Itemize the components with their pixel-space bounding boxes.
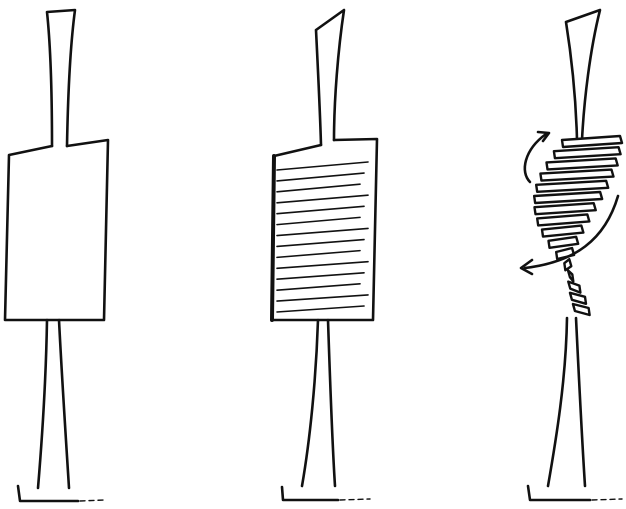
layer-line [276,172,365,182]
layer-line [276,283,361,291]
layer-line [276,305,365,313]
layer-line [276,205,365,215]
twisted-plate [535,213,591,227]
layer-line [276,260,369,270]
top-fin [45,8,77,148]
twisted-plate [563,258,573,272]
ground-line [339,498,371,501]
twisted-plate [533,202,597,216]
layer-lines [276,161,369,313]
top-fin [564,8,602,142]
rotation-arrow-lower [523,194,620,270]
base-foot [526,484,592,502]
layer-line [276,294,369,302]
twisted-plate [532,190,604,205]
solid-block [3,138,110,322]
twisted-plate [571,302,591,317]
layered-block [270,137,379,322]
layer-line [276,194,369,204]
twisted-plate [552,146,622,160]
lower-stalk [36,318,71,490]
twisted-plate [560,134,624,149]
twisted-plate [545,157,619,171]
base-foot [280,485,340,502]
ground-line [591,498,623,501]
ground-line [79,499,105,502]
layer-line [276,183,361,193]
layer-line [276,271,365,281]
twisted-plate [539,168,615,182]
twisted-plate [567,280,582,294]
layer-line [276,227,369,237]
layer-line [276,161,369,171]
lower-stalk [546,316,587,488]
twisted-plate [547,235,580,249]
rotation-arrow-upper-head [536,130,551,143]
layer-line [276,216,361,226]
twisted-plate [566,269,575,283]
rotation-arrow-upper [523,132,548,184]
panel-twisted [519,8,624,502]
twisted-plate [534,179,610,193]
lower-stalk [300,318,337,488]
twisted-plate [568,291,588,305]
panel-block [3,8,110,503]
panel-layered [270,8,379,502]
layer-line [276,238,365,248]
base-foot [16,484,80,503]
layer-line [276,249,361,259]
twisted-plates [532,134,624,317]
top-fin [314,8,346,147]
rotation-arrow-lower-head [519,258,534,276]
twisted-plate [540,224,585,238]
block-left-edge [270,154,276,322]
